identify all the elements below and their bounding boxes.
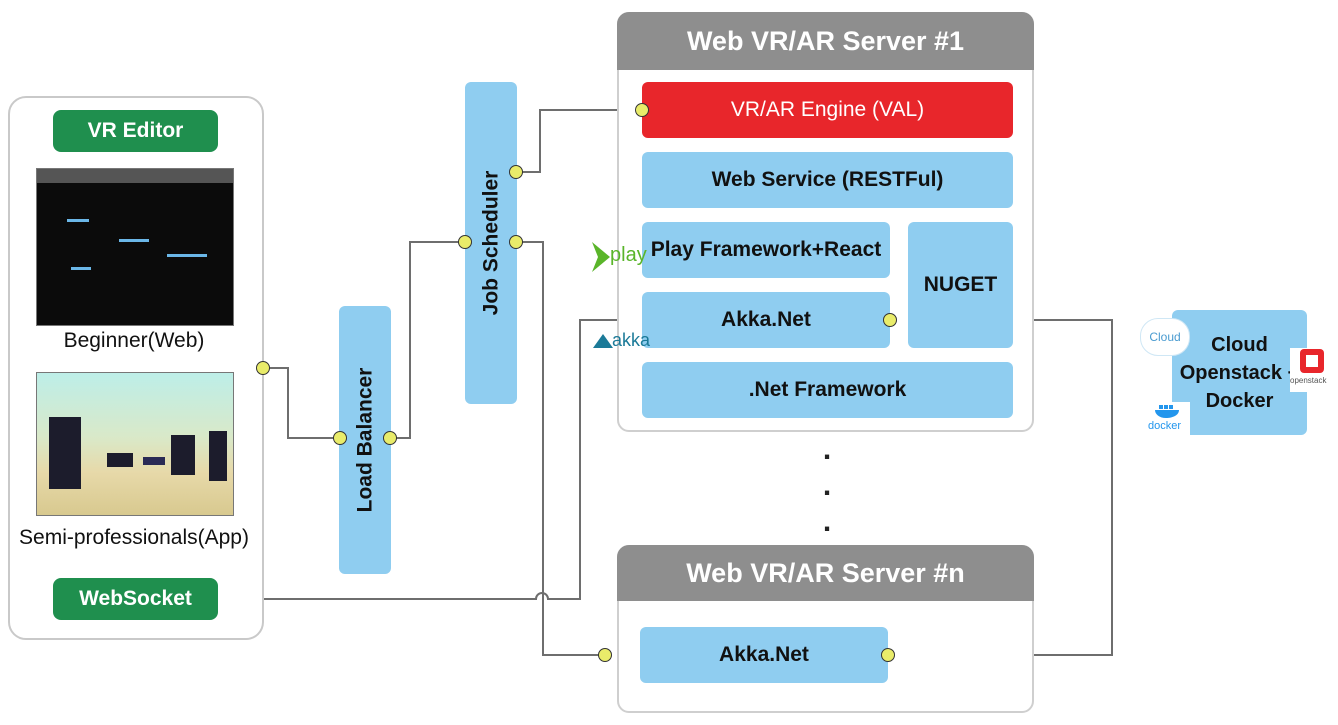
beginner-web-label: Beginner(Web) <box>63 329 205 352</box>
beginner-web-screenshot <box>36 168 234 326</box>
vr-editor-title[interactable]: VR Editor <box>53 110 218 152</box>
job-scheduler[interactable]: Job Scheduler <box>465 82 517 404</box>
connector-dot <box>509 165 523 179</box>
connector-dot <box>509 235 523 249</box>
akka-net-server-1[interactable]: Akka.Net <box>642 292 890 348</box>
openstack-logo: openstack <box>1290 348 1334 392</box>
play-logo: play <box>590 240 650 278</box>
connector-dot <box>383 431 397 445</box>
openstack-icon <box>1300 349 1324 373</box>
server-1-title: Web VR/AR Server #1 <box>617 12 1034 70</box>
semi-professionals-label: Semi-professionals(App) <box>19 526 249 549</box>
line-scheduler-to-servern <box>516 241 605 656</box>
akka-icon <box>593 334 613 348</box>
akka-logo-text: akka <box>612 330 651 350</box>
cloud-box-line1: Cloud <box>1211 333 1268 356</box>
connector-dot <box>458 235 472 249</box>
cloud-openstack-docker[interactable]: Cloud Openstack + Docker <box>1172 310 1307 435</box>
line-websocket-to-akka <box>216 319 640 600</box>
cloud-box-line3: Docker <box>1205 389 1274 412</box>
connector-dot <box>256 361 270 375</box>
nuget[interactable]: NUGET <box>908 222 1013 348</box>
connector-dot <box>598 648 612 662</box>
cloud-box-line2: Openstack + <box>1179 361 1300 384</box>
web-service[interactable]: Web Service (RESTFul) <box>642 152 1013 208</box>
docker-icon <box>1155 405 1179 418</box>
connector-dot <box>333 431 347 445</box>
load-balancer[interactable]: Load Balancer <box>339 306 391 574</box>
net-framework[interactable]: .Net Framework <box>642 362 1013 418</box>
connector-dot <box>881 648 895 662</box>
line-lb-to-scheduler <box>390 241 465 439</box>
connector-dot <box>883 313 897 327</box>
play-logo-text: play <box>610 244 647 266</box>
cloud-logo: Cloud <box>1140 318 1190 356</box>
play-icon <box>592 242 610 272</box>
akka-logo: akka <box>592 330 658 354</box>
cloud-icon: Cloud <box>1149 330 1181 344</box>
server-n-title: Web VR/AR Server #n <box>617 545 1034 601</box>
websocket-button[interactable]: WebSocket <box>53 578 218 620</box>
openstack-logo-text: openstack <box>1290 376 1327 385</box>
akka-net-server-n[interactable]: Akka.Net <box>640 627 888 683</box>
docker-logo: docker <box>1146 402 1190 436</box>
play-framework-react[interactable]: Play Framework+React <box>642 222 890 278</box>
connector-dot <box>635 103 649 117</box>
job-scheduler-label: Job Scheduler <box>479 170 503 316</box>
load-balancer-label: Load Balancer <box>353 367 376 513</box>
semi-professional-app-screenshot <box>36 372 234 516</box>
line-editor-to-lb <box>263 367 340 439</box>
line-scheduler-to-engine <box>516 109 642 173</box>
vr-ar-engine[interactable]: VR/AR Engine (VAL) <box>642 82 1013 138</box>
docker-logo-text: docker <box>1148 420 1182 432</box>
server-ellipsis: . . . <box>822 433 832 538</box>
